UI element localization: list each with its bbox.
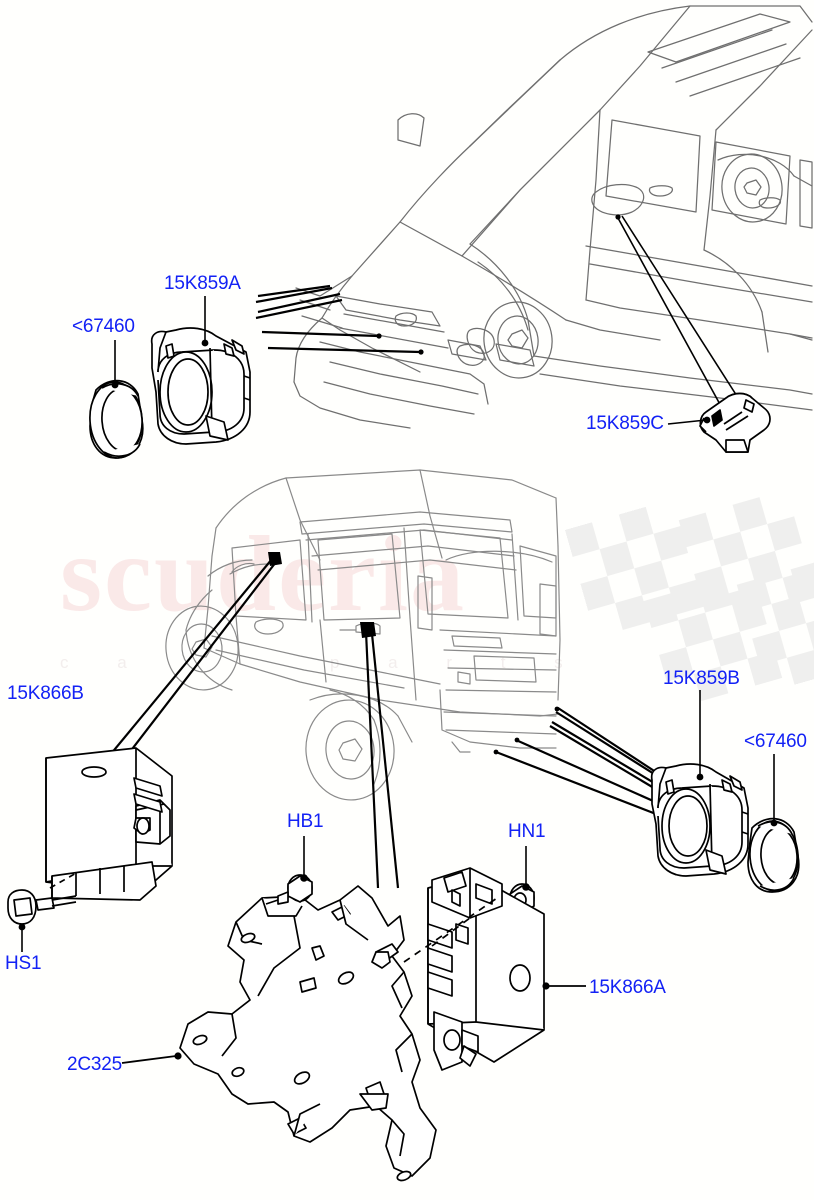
svg-text:c a: c a <box>60 653 149 672</box>
label-hn1[interactable]: HN1 <box>508 821 546 842</box>
leader-dot-67460-right <box>770 819 778 827</box>
leader-2c325 <box>121 1055 177 1064</box>
leader-dot-15k859b <box>696 773 704 781</box>
leader-dot-67460-top <box>111 381 119 389</box>
leader-dot-hs1 <box>18 923 26 931</box>
part-15k859c-side-sensor <box>699 392 771 453</box>
leader-lines-15k866a <box>364 631 400 889</box>
leader-lines-front-sensors <box>255 284 421 354</box>
leader-line-dots-rear <box>493 706 560 755</box>
label-67460-top[interactable]: <67460 <box>72 316 135 337</box>
leader-lines-15k866b <box>95 558 277 773</box>
label-2c325[interactable]: 2C325 <box>67 1054 122 1075</box>
vehicle-illustration-rear <box>165 469 561 801</box>
cabin-dot-15k866a <box>360 622 376 638</box>
leader-dot-2c325 <box>174 1052 182 1060</box>
part-hb1-bolt <box>265 874 313 905</box>
cabin-dot-15k866b <box>268 552 282 566</box>
leader-line-dots-front <box>376 333 424 355</box>
leader-15k859c <box>667 419 707 425</box>
part-15k859a-front-sensor <box>150 327 251 445</box>
vehicle-illustration-front <box>293 5 813 429</box>
label-hs1[interactable]: HS1 <box>5 953 42 974</box>
svg-text:p a r t s: p a r t s <box>330 653 585 672</box>
label-67460-right[interactable]: <67460 <box>744 731 807 752</box>
part-67460-ring-front <box>89 379 144 459</box>
leader-dot-15k866a <box>542 982 550 990</box>
label-15k859b[interactable]: 15K859B <box>663 668 740 689</box>
part-hs1-screw <box>7 889 77 925</box>
leader-lines-rear-sensors <box>495 707 671 816</box>
leader-dot-hb1 <box>300 874 308 882</box>
svg-text:scuderia: scuderia <box>60 515 466 634</box>
label-15k866a[interactable]: 15K866A <box>589 977 666 998</box>
leader-dot-hn1 <box>522 883 530 891</box>
part-15k859b-rear-sensor <box>650 763 749 877</box>
leader-dot-15k859c <box>703 416 711 424</box>
label-15k859c[interactable]: 15K859C <box>586 413 664 434</box>
label-15k866b[interactable]: 15K866B <box>7 683 84 704</box>
part-67460-ring-rear <box>747 817 800 893</box>
label-hb1[interactable]: HB1 <box>287 811 324 832</box>
leader-dot-15k859a <box>201 339 209 347</box>
leader-lines-15k859c <box>617 215 743 409</box>
part-15k866b-module <box>45 747 173 901</box>
leader-dot-mirror <box>615 214 621 220</box>
watermark-group: scuderia c a p a r t s <box>60 489 814 709</box>
part-2c325-bracket <box>179 885 437 1182</box>
part-15k866a-module <box>403 867 545 1071</box>
label-15k859a[interactable]: 15K859A <box>164 273 241 294</box>
